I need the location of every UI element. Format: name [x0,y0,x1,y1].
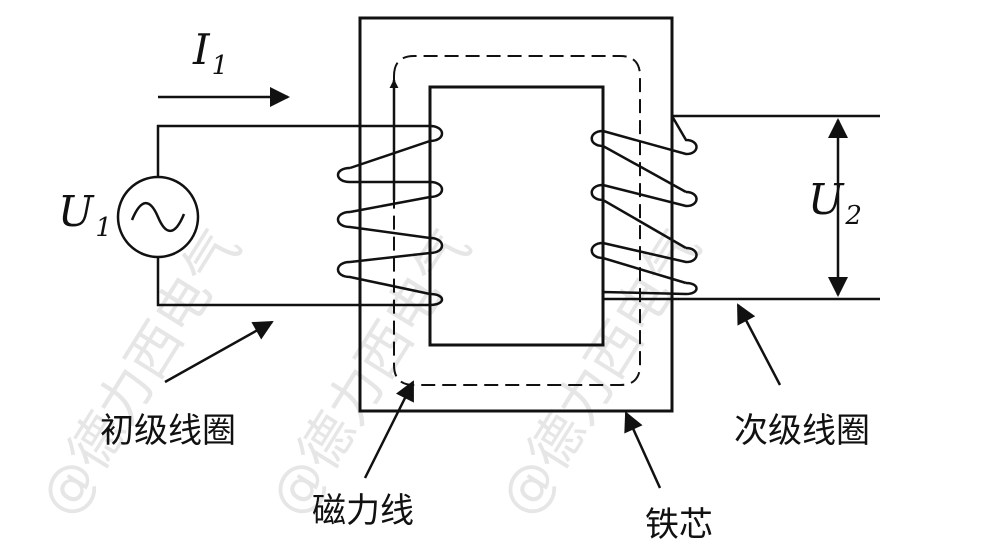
primary-coil [336,124,444,307]
ac-source-sine-icon [130,201,186,233]
watermark-text-1: @德力西电气 [28,219,253,527]
primary-top-wire [156,124,430,176]
primary-circuit [116,124,430,307]
iron-core-leader [624,411,662,489]
watermark-text-3: @德力西电气 [488,219,713,527]
secondary-coil-leader [736,303,782,386]
primary-coil-leader [164,320,274,384]
primary-coil-label: 初级线圈 [100,411,236,451]
ac-source-circle [116,175,200,259]
current-label: I1 [192,25,228,81]
secondary-coil [590,115,698,299]
iron-core-outer [358,16,674,413]
secondary-voltage-label: U2 [808,175,862,231]
primary-voltage-label: U1 [58,187,112,243]
flux-lines-leader [363,380,415,479]
secondary-circuit [603,114,880,301]
watermark: @德力西电气 @德力西电气 @德力西电气 [28,219,713,527]
flux-lines-label: 磁力线 [312,491,414,531]
watermark-text-2: @德力西电气 [258,219,483,527]
primary-bottom-wire [156,258,361,307]
iron-core-window [428,85,605,347]
iron-core [358,16,674,413]
secondary-coil-label: 次级线圈 [734,411,870,451]
iron-core-label: 铁芯 [645,505,713,545]
leader-arrows [164,303,782,489]
